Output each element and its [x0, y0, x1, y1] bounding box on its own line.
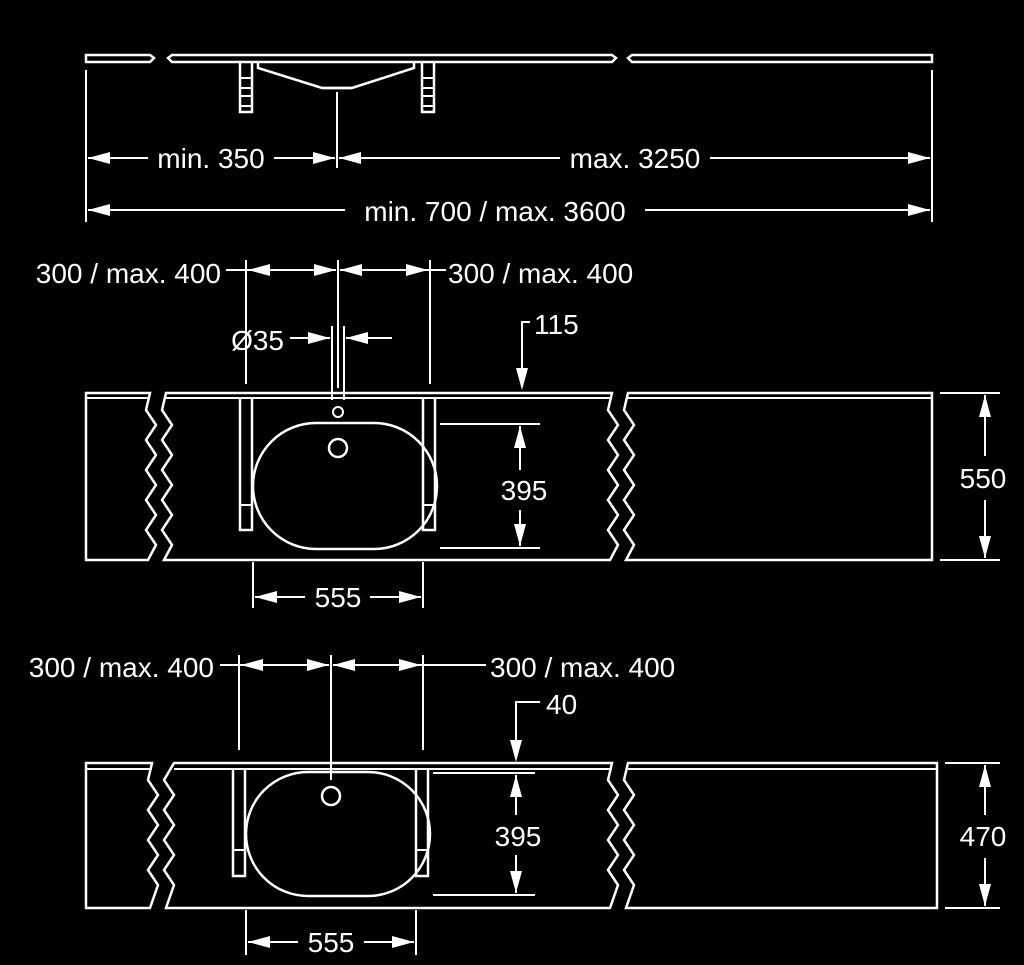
dim-bowl-width: 555 — [315, 582, 362, 613]
arrow-head — [88, 204, 110, 216]
arrow-head — [399, 591, 421, 603]
dim-depth-470: 470 — [960, 821, 1007, 852]
bracket-left — [231, 769, 247, 878]
dim-bowl-width: 555 — [308, 927, 355, 958]
arrow-head — [255, 591, 277, 603]
arrow-head — [979, 765, 991, 787]
arrow-head — [908, 204, 930, 216]
arrow-head — [307, 659, 329, 671]
plan-view-lower: 300 / max. 400 300 / max. 400 40 395 — [29, 652, 1007, 958]
dim-offset-40: 40 — [546, 689, 577, 720]
arrow-head — [346, 332, 368, 344]
bracket-left — [238, 398, 254, 532]
leader-line — [515, 701, 540, 756]
dim-bowl-depth: 395 — [501, 475, 548, 506]
dim-bowl-depth: 395 — [495, 821, 542, 852]
dim-spacing-right: 300 / max. 400 — [448, 258, 633, 289]
arrow-head — [406, 264, 428, 276]
arrow-head — [339, 152, 361, 164]
arrow-head — [510, 775, 522, 797]
worktop-middle-piece — [162, 761, 620, 910]
arrow-head — [514, 426, 526, 448]
plan-view-upper: 300 / max. 400 300 / max. 400 Ø35 115 — [36, 258, 1007, 613]
arrow-head — [340, 264, 362, 276]
bowl-profile — [256, 62, 416, 90]
arrow-head — [979, 536, 991, 558]
dim-spacing-left: 300 / max. 400 — [29, 652, 214, 683]
dim-offset-115: 115 — [534, 309, 579, 340]
dim-min-350: min. 350 — [157, 143, 264, 174]
arrow-head — [314, 264, 336, 276]
arrow-head — [514, 524, 526, 546]
elevation-view: min. 350 max. 3250 min. 700 / max. 3600 — [84, 53, 934, 227]
worktop-edge-middle — [166, 53, 618, 64]
dim-spacing-left: 300 / max. 400 — [36, 258, 221, 289]
bracket-right — [414, 769, 430, 878]
bracket-right-pad-2 — [421, 95, 435, 107]
arrow-head — [333, 659, 355, 671]
dim-spacing-right: 300 / max. 400 — [490, 652, 675, 683]
bracket-right — [421, 398, 437, 532]
arrow-head — [248, 264, 270, 276]
bracket-right-pad-1 — [421, 77, 435, 89]
arrow-head — [908, 152, 930, 164]
arrow-head — [313, 152, 335, 164]
worktop-edge-right — [626, 53, 934, 64]
arrow-head — [399, 659, 421, 671]
arrow-head — [516, 368, 528, 390]
wash-bowl — [251, 421, 439, 551]
worktop-left-piece — [84, 391, 158, 562]
drain-hole — [320, 785, 342, 807]
leader-line — [521, 321, 530, 384]
arrow-head — [88, 152, 110, 164]
arrow-head — [308, 332, 330, 344]
wash-bowl — [244, 770, 432, 898]
arrow-head — [248, 936, 270, 948]
worktop-right-piece — [622, 391, 934, 562]
worktop-edge-left — [84, 53, 156, 64]
bracket-left-pad-2 — [239, 95, 253, 107]
tap-hole — [332, 406, 344, 418]
worktop-middle-piece — [160, 391, 620, 562]
arrow-head — [510, 740, 522, 762]
arrow-head — [979, 884, 991, 906]
dim-depth-550: 550 — [960, 463, 1007, 494]
dim-max-3250: max. 3250 — [570, 143, 701, 174]
arrow-head — [241, 659, 263, 671]
arrow-head — [392, 936, 414, 948]
drain-hole — [327, 437, 349, 459]
arrow-head — [979, 395, 991, 417]
arrow-head — [510, 871, 522, 893]
dim-total-length: min. 700 / max. 3600 — [364, 196, 625, 227]
bracket-left-pad-1 — [239, 77, 253, 89]
worktop-right-piece — [622, 761, 939, 910]
worktop-left-piece — [84, 761, 160, 910]
dim-tap-hole: Ø35 — [231, 325, 284, 356]
